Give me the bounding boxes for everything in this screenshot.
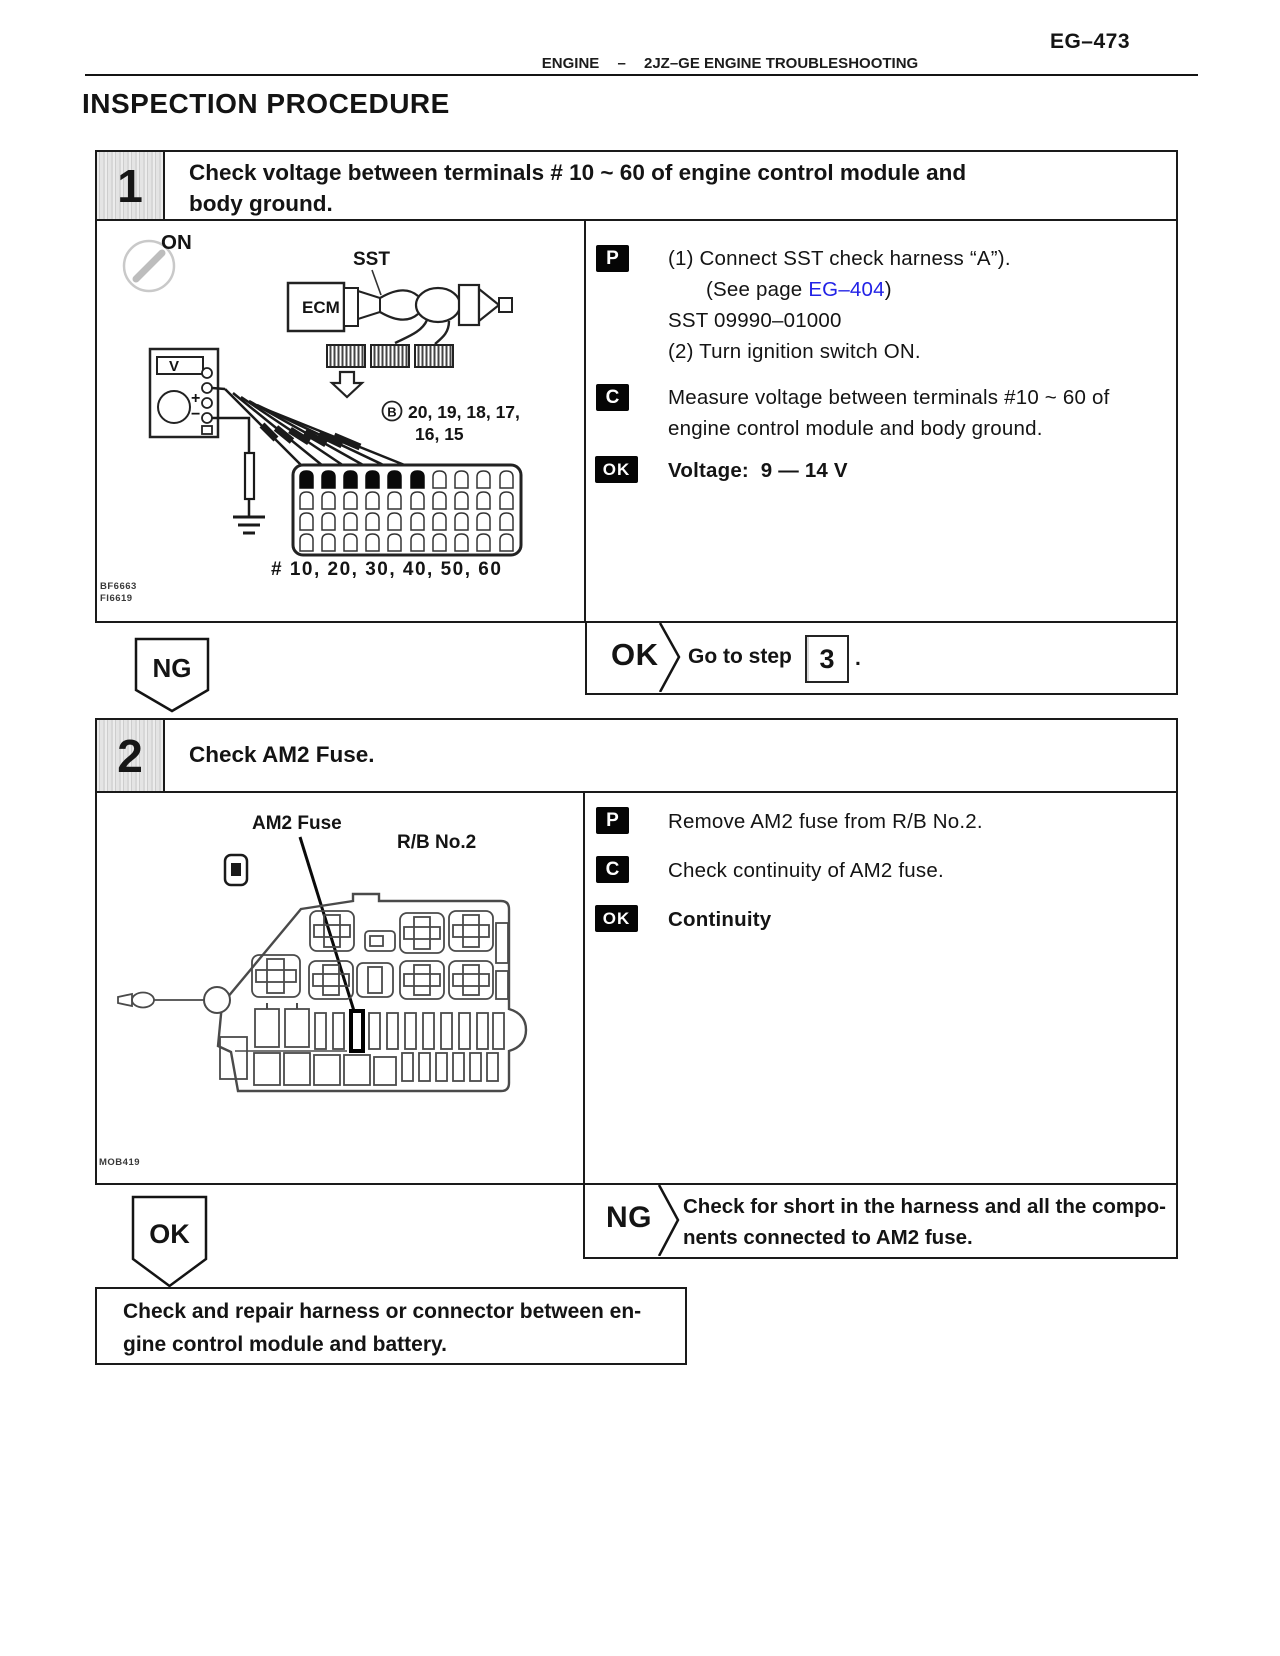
go-to-step-suffix: . — [855, 647, 861, 670]
down-arrow-icon — [329, 370, 365, 399]
step1-action-row: OK Go to step 3 . — [585, 621, 1178, 695]
step1-branch-ng-label: NG — [153, 653, 192, 683]
step1-title-line2: body ground. — [189, 190, 333, 216]
terminal-numbers-line2: 16, 15 — [415, 424, 464, 444]
final-note-text: Check and repair harness or connector be… — [123, 1295, 641, 1361]
pin-row-label: # 10, 20, 30, 40, 50, 60 — [271, 559, 502, 580]
step1-check-line1: Measure voltage between terminals #10 ~ … — [668, 386, 1110, 409]
check-badge-2: C — [596, 856, 629, 883]
step-ref-box: 3 — [805, 635, 849, 683]
sst-connector-blocks — [326, 344, 454, 368]
step1-check-line2: engine control module and body ground. — [668, 417, 1043, 440]
step1-result: Voltage: 9 — 14 V — [668, 459, 848, 482]
prepare-badge: P — [596, 245, 629, 272]
page-title: INSPECTION PROCEDURE — [82, 88, 450, 119]
final-note: Check and repair harness or connector be… — [95, 1287, 687, 1365]
step1-sst-number: SST 09990–01000 — [668, 309, 842, 332]
step2-body — [95, 791, 1178, 1185]
ecm-label: ECM — [302, 298, 340, 317]
see-page-text: (See page — [706, 278, 809, 301]
running-header: ENGINE – 2JZ–GE ENGINE TROUBLESHOOTING — [180, 55, 1280, 72]
see-page-close: ) — [884, 278, 892, 301]
step2-action-line1: Check for short in the harness and all t… — [683, 1195, 1166, 1218]
step1-prepare-line4: (2) Turn ignition switch ON. — [668, 340, 921, 363]
step1-number-box: 1 — [97, 152, 165, 219]
ecm-harness — [286, 281, 513, 345]
step2-column-divider — [583, 793, 585, 1183]
page-number: EG–473 — [1049, 30, 1130, 53]
connector-grid — [291, 463, 523, 557]
ok-badge: OK — [595, 456, 638, 483]
ignition-key-slot — [132, 249, 166, 283]
step1-header: 1 Check voltage between terminals # 10 ~… — [95, 150, 1178, 221]
prepare-badge-2: P — [596, 807, 629, 834]
step2-action-row: NG Check for short in the harness and al… — [583, 1183, 1178, 1259]
step2-header: 2 Check AM2 Fuse. — [95, 718, 1178, 793]
page-reference-link[interactable]: EG–404 — [808, 278, 885, 301]
probe-wires — [211, 386, 418, 472]
step2-action-line2: nents connected to AM2 fuse. — [683, 1226, 973, 1249]
voltmeter — [148, 347, 220, 439]
final-note-line1: Check and repair harness or connector be… — [123, 1300, 642, 1323]
header-section: ENGINE — [541, 55, 600, 72]
step1-verdict-ok: OK — [611, 637, 659, 672]
step2-diagram: AM2 Fuse R/B No.2 — [99, 813, 528, 1168]
voltmeter-minus: − — [191, 406, 200, 423]
ground-symbol — [212, 416, 265, 535]
am2-fuse-label: AM2 Fuse — [252, 813, 342, 834]
figure-code-1a: BF6663 — [100, 581, 137, 592]
voltmeter-plus: + — [191, 390, 200, 407]
header-dash: – — [617, 55, 626, 72]
header-rule — [85, 74, 1198, 76]
bolt-icon — [223, 853, 249, 887]
go-to-step-text: Go to step — [688, 645, 792, 668]
step1-title-line1: Check voltage between terminals # 10 ~ 6… — [189, 160, 967, 185]
step2-branch-ok: OK — [131, 1195, 208, 1288]
circled-b-letter: B — [387, 405, 396, 420]
ignition-key-icon — [122, 239, 176, 293]
figure-code-1b: FI6619 — [100, 593, 133, 604]
sst-pointer — [371, 269, 382, 296]
am2-leader-line — [298, 836, 356, 1012]
relay-modules — [251, 910, 509, 1000]
step2-result: Continuity — [668, 908, 772, 931]
step1-check-text: Measure voltage between terminals #10 ~ … — [668, 382, 1109, 444]
step1-prepare-line2: (See page EG–404) — [706, 274, 892, 305]
step1-prepare-line1: (1) Connect SST check harness “A”). — [668, 247, 1011, 270]
step1-title: Check voltage between terminals # 10 ~ 6… — [189, 158, 966, 219]
bottom-fuse-row — [219, 1036, 499, 1086]
step2-title: Check AM2 Fuse. — [189, 741, 375, 767]
branch-chevron-icon — [658, 623, 681, 692]
step2-prepare-text: Remove AM2 fuse from R/B No.2. — [668, 810, 983, 833]
fuse-slots — [254, 1003, 505, 1050]
circled-b-icon — [381, 400, 403, 422]
step2-branch-ok-label: OK — [149, 1219, 190, 1249]
sst-label: SST — [353, 249, 390, 270]
step1-branch-ng: NG — [134, 637, 210, 713]
terminal-numbers-line1: 20, 19, 18, 17, — [408, 402, 520, 422]
step2-action-text: Check for short in the harness and all t… — [683, 1191, 1166, 1253]
step2-check-text: Check continuity of AM2 fuse. — [668, 859, 944, 882]
branch-chevron-icon-2 — [657, 1185, 680, 1256]
ignition-label: ON — [161, 231, 192, 254]
final-note-line2: gine control module and battery. — [123, 1333, 447, 1356]
am2-fuse-slot — [349, 1009, 365, 1053]
figure-code-2: MOB419 — [99, 1157, 140, 1168]
step1-diagram: ON SST ECM — [100, 231, 523, 604]
ok-badge-2: OK — [595, 905, 638, 932]
step1-column-divider — [584, 221, 586, 621]
step2-number-box: 2 — [97, 720, 165, 791]
voltmeter-display-label: V — [169, 358, 179, 375]
rb-no2-label: R/B No.2 — [397, 832, 476, 853]
check-badge: C — [596, 384, 629, 411]
fuse-box — [117, 892, 528, 1093]
header-subtitle: 2JZ–GE ENGINE TROUBLESHOOTING — [643, 55, 919, 72]
step2-verdict-ng: NG — [606, 1201, 652, 1234]
